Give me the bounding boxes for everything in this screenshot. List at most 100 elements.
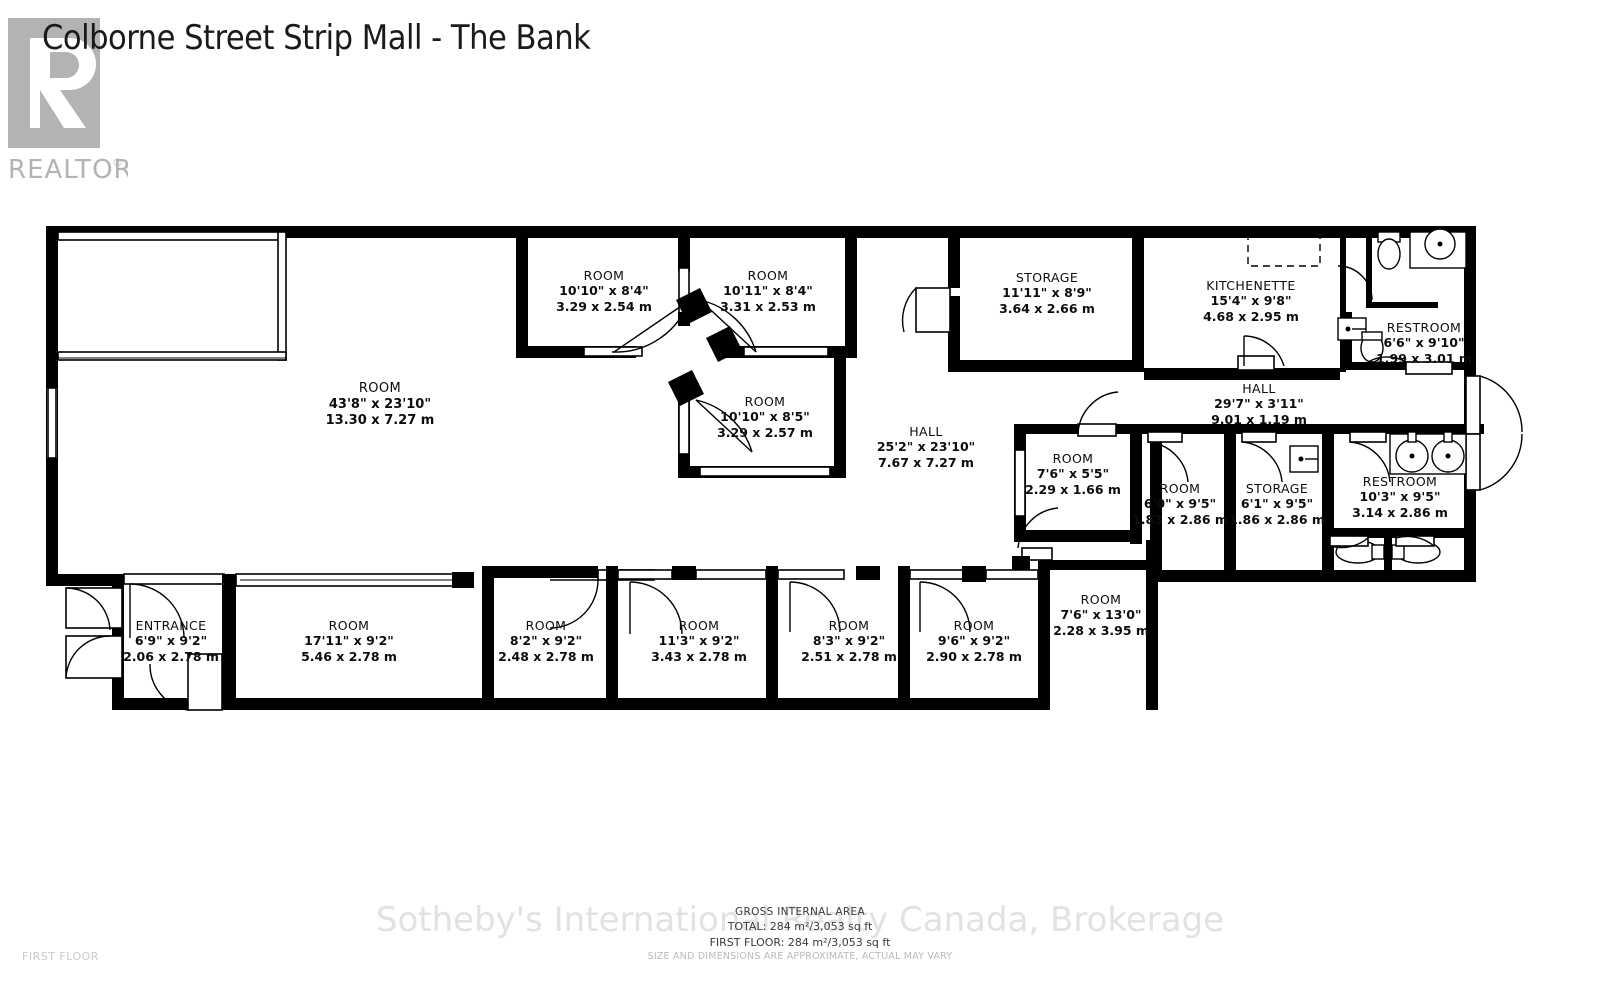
room-label-restroom-main: RESTROOM 10'3" x 9'5" 3.14 x 2.86 m (1352, 474, 1448, 520)
room-tall-walls (1012, 507, 1158, 710)
room-metric: 4.68 x 2.95 m (1203, 308, 1299, 324)
room-name: STORAGE (1245, 481, 1309, 496)
service-rooms-row (1014, 391, 1334, 572)
room-name: ROOM (1159, 481, 1201, 496)
room-metric: 2.90 x 2.78 m (926, 648, 1022, 664)
room-metric: 2.48 x 2.78 m (498, 648, 594, 664)
room-metric: 1.83 x 2.86 m (1132, 511, 1228, 527)
brokerage-watermark: Sotheby's International Realty Canada, B… (375, 900, 1225, 940)
room-label-room-bot-4: ROOM 8'3" x 9'2" 2.51 x 2.78 m (801, 618, 897, 664)
room-label-room-top-left: ROOM 10'10" x 8'4" 3.29 x 2.54 m (556, 268, 652, 314)
room-name: STORAGE (1015, 270, 1079, 285)
room-imperial: 9'6" x 9'2" (937, 633, 1011, 649)
room-name: ROOM (953, 618, 995, 633)
room-metric: 5.46 x 2.78 m (301, 648, 397, 664)
room-imperial: 7'6" x 13'0" (1060, 607, 1142, 623)
room-label-restroom-top: RESTROOM 6'6" x 9'10" 1.99 x 3.01 m (1376, 320, 1472, 366)
room-imperial: 11'11" x 8'9" (1002, 285, 1092, 301)
room-label-hall-main: HALL 25'2" x 23'10" 7.67 x 7.27 m (877, 424, 975, 470)
room-metric: 3.14 x 2.86 m (1352, 504, 1448, 520)
room-name: ROOM (328, 618, 370, 633)
room-imperial: 11'3" x 9'2" (658, 633, 740, 649)
room-label-entrance: ENTRANCE 6'9" x 9'2" 2.06 x 2.78 m (123, 618, 219, 664)
room-label-room-bot-2: ROOM 8'2" x 9'2" 2.48 x 2.78 m (498, 618, 594, 664)
room-name: ROOM (525, 618, 567, 633)
room-name: ROOM (1052, 451, 1094, 466)
room-label-room-small-1: ROOM 7'6" x 5'5" 2.29 x 1.66 m (1025, 451, 1121, 497)
room-imperial: 6'0" x 9'5" (1143, 496, 1217, 512)
room-imperial: 17'11" x 9'2" (304, 633, 394, 649)
right-hall (1014, 375, 1523, 491)
bottom-offices (65, 566, 1039, 711)
room-name: ROOM (828, 618, 870, 633)
room-imperial: 10'10" x 8'5" (720, 409, 810, 425)
room-name: KITCHENETTE (1206, 278, 1296, 293)
room-metric: 3.31 x 2.53 m (720, 298, 816, 314)
room-imperial: 6'1" x 9'5" (1240, 496, 1314, 512)
room-label-room-mid: ROOM 10'10" x 8'5" 3.29 x 2.57 m (717, 394, 813, 440)
room-metric: 2.28 x 3.95 m (1053, 622, 1149, 638)
restroom-top-fixtures (1337, 228, 1467, 375)
room-label-room-bot-5: ROOM 9'6" x 9'2" 2.90 x 2.78 m (926, 618, 1022, 664)
storage-top-walls (901, 232, 1144, 372)
room-label-room-bot-1: ROOM 17'11" x 9'2" 5.46 x 2.78 m (301, 618, 397, 664)
gia-heading: GROSS INTERNAL AREA (735, 906, 865, 918)
room-metric: 2.29 x 1.66 m (1025, 481, 1121, 497)
svg-text:REALTOR: REALTOR (8, 155, 128, 185)
restroom-main-fixtures (1329, 431, 1476, 582)
room-imperial: 10'10" x 8'4" (559, 283, 649, 299)
room-metric: 3.29 x 2.54 m (556, 298, 652, 314)
room-imperial: 8'2" x 9'2" (509, 633, 583, 649)
room-label-room-top-right: ROOM 10'11" x 8'4" 3.31 x 2.53 m (720, 268, 816, 314)
room-name: ROOM (1080, 592, 1122, 607)
room-label-kitchenette: KITCHENETTE 15'4" x 9'8" 4.68 x 2.95 m (1203, 278, 1299, 324)
room-label-room-bot-3: ROOM 11'3" x 9'2" 3.43 x 2.78 m (651, 618, 747, 664)
room-metric: 7.67 x 7.27 m (878, 454, 974, 470)
floor-tag: FIRST FLOOR (22, 950, 99, 963)
room-imperial: 43'8" x 23'10" (328, 396, 432, 412)
room-imperial: 25'2" x 23'10" (876, 439, 976, 455)
room-imperial: 6'6" x 9'10" (1383, 335, 1465, 351)
room-name: ROOM (583, 268, 625, 283)
room-label-storage-top: STORAGE 11'11" x 8'9" 3.64 x 2.66 m (999, 270, 1095, 316)
room-label-hall-right: HALL 29'7" x 3'11" 9.01 x 1.19 m (1211, 381, 1307, 427)
room-name: ROOM (678, 618, 720, 633)
gia-first-floor: FIRST FLOOR: 284 m²/3,053 sq ft (709, 935, 891, 949)
room-label-storage-mid: STORAGE 6'1" x 9'5" 1.86 x 2.86 m (1229, 481, 1325, 527)
realtor-logo: REALTOR ® (8, 18, 128, 185)
room-metric: 3.43 x 2.78 m (651, 648, 747, 664)
room-metric: 13.30 x 7.27 m (325, 412, 435, 428)
room-imperial: 10'3" x 9'5" (1359, 489, 1441, 505)
room-imperial: 6'9" x 9'2" (134, 633, 208, 649)
room-metric: 2.51 x 2.78 m (801, 648, 897, 664)
kitchenette-walls (1144, 231, 1346, 380)
gia-disclaimer: SIZE AND DIMENSIONS ARE APPROXIMATE, ACT… (647, 950, 953, 962)
room-metric: 3.29 x 2.57 m (717, 424, 813, 440)
room-label-room-small-2: ROOM 6'0" x 9'5" 1.83 x 2.86 m (1132, 481, 1228, 527)
room-name: HALL (909, 424, 943, 439)
main-room-glazing (57, 231, 287, 361)
room-imperial: 7'6" x 5'5" (1036, 466, 1110, 482)
room-metric: 3.64 x 2.66 m (999, 300, 1095, 316)
room-label-room-tall: ROOM 7'6" x 13'0" 2.28 x 3.95 m (1053, 592, 1149, 638)
page-title: Colborne Street Strip Mall - The Bank (42, 18, 591, 58)
room-name: ROOM (744, 394, 786, 409)
room-name: RESTROOM (1386, 320, 1462, 335)
gia-total: TOTAL: 284 m²/3,053 sq ft (727, 920, 873, 934)
room-metric: 9.01 x 1.19 m (1211, 411, 1307, 427)
room-metric: 1.99 x 3.01 m (1376, 350, 1472, 366)
room-name: ROOM (747, 268, 789, 283)
room-name: HALL (1242, 381, 1276, 396)
room-metric: 1.86 x 2.86 m (1229, 511, 1325, 527)
room-metric: 2.06 x 2.78 m (123, 648, 219, 664)
room-imperial: 8'3" x 9'2" (812, 633, 886, 649)
top-centre-rooms (516, 232, 857, 478)
gross-internal-area-block: GROSS INTERNAL AREA TOTAL: 284 m²/3,053 … (0, 905, 1600, 963)
room-name: ROOM (358, 381, 402, 396)
room-imperial: 15'4" x 9'8" (1210, 293, 1292, 309)
svg-text:®: ® (112, 156, 123, 169)
room-imperial: 10'11" x 8'4" (723, 283, 813, 299)
room-name: ENTRANCE (135, 618, 207, 633)
room-label-main-room: ROOM 43'8" x 23'10" 13.30 x 7.27 m (326, 381, 435, 429)
